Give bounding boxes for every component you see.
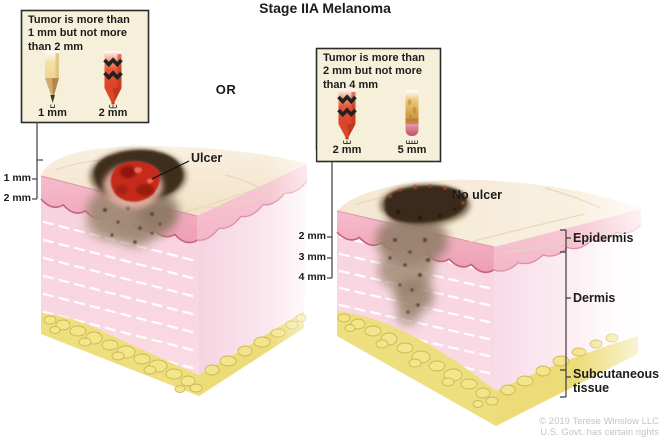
right-tumor: [376, 184, 470, 325]
right-inset-caption-line2: 2 mm but not more: [323, 65, 423, 78]
left-inset-caption-line1: Tumor is more than: [28, 14, 130, 26]
left-inset-caption-line2: 1 mm but not more: [28, 27, 128, 40]
right-inset-caption-line3: than 4 mm: [323, 78, 379, 91]
depth-mark-2mm-right: 2 mm: [298, 230, 326, 242]
left-inset-caption: Tumor is more than 1 mm but not more tha…: [28, 14, 142, 54]
crayon-icon: [337, 89, 357, 144]
no-ulcer-label: No ulcer: [452, 188, 503, 202]
depth-mark-4mm-right: 4 mm: [298, 271, 326, 283]
crayon-scale-label-right: 2 mm: [332, 144, 362, 156]
depth-mark-3mm-right: 3 mm: [298, 251, 326, 263]
depth-mark-2mm: 2 mm: [3, 192, 31, 204]
ulcer-crater: [103, 161, 163, 208]
layer-label-dermis: Dermis: [573, 291, 616, 305]
right-inset-caption-line1: Tumor is more than: [323, 52, 425, 64]
right-inset-caption: Tumor is more than 2 mm but not more tha…: [323, 52, 437, 92]
page-title: Stage IIA Melanoma: [259, 0, 391, 16]
right-inset-box: [315, 47, 442, 163]
ulcer-pointer-line: [151, 160, 190, 180]
crayon-scale-label: 2 mm: [98, 107, 128, 119]
measurement-bracket-left: [32, 122, 43, 200]
measurement-bracket-right: [327, 162, 333, 279]
left-inset-box: [20, 9, 150, 124]
lip-pencil-scale-label: 5 mm: [397, 144, 427, 156]
layer-bracket: [560, 229, 571, 398]
or-label: OR: [215, 82, 237, 97]
layer-label-subcutaneous-tissue: Subcutaneous tissue: [573, 367, 660, 395]
layer-label-epidermis: Epidermis: [573, 231, 634, 245]
left-inset-caption-line3: than 2 mm: [28, 40, 84, 53]
ulcer-label: Ulcer: [191, 151, 223, 165]
pencil-icon: [45, 51, 59, 108]
depth-mark-1mm: 1 mm: [3, 172, 31, 184]
pencil-scale-label: 1 mm: [38, 107, 67, 119]
left-skin-block: [40, 146, 316, 405]
crayon-icon: [103, 51, 123, 109]
lip-pencil-icon: [405, 90, 419, 144]
copyright-line-1: © 2019 Terese Winslow LLC: [539, 416, 659, 427]
left-tumor: [86, 149, 186, 249]
copyright-line-2: U.S. Govt. has certain rights: [540, 427, 659, 438]
